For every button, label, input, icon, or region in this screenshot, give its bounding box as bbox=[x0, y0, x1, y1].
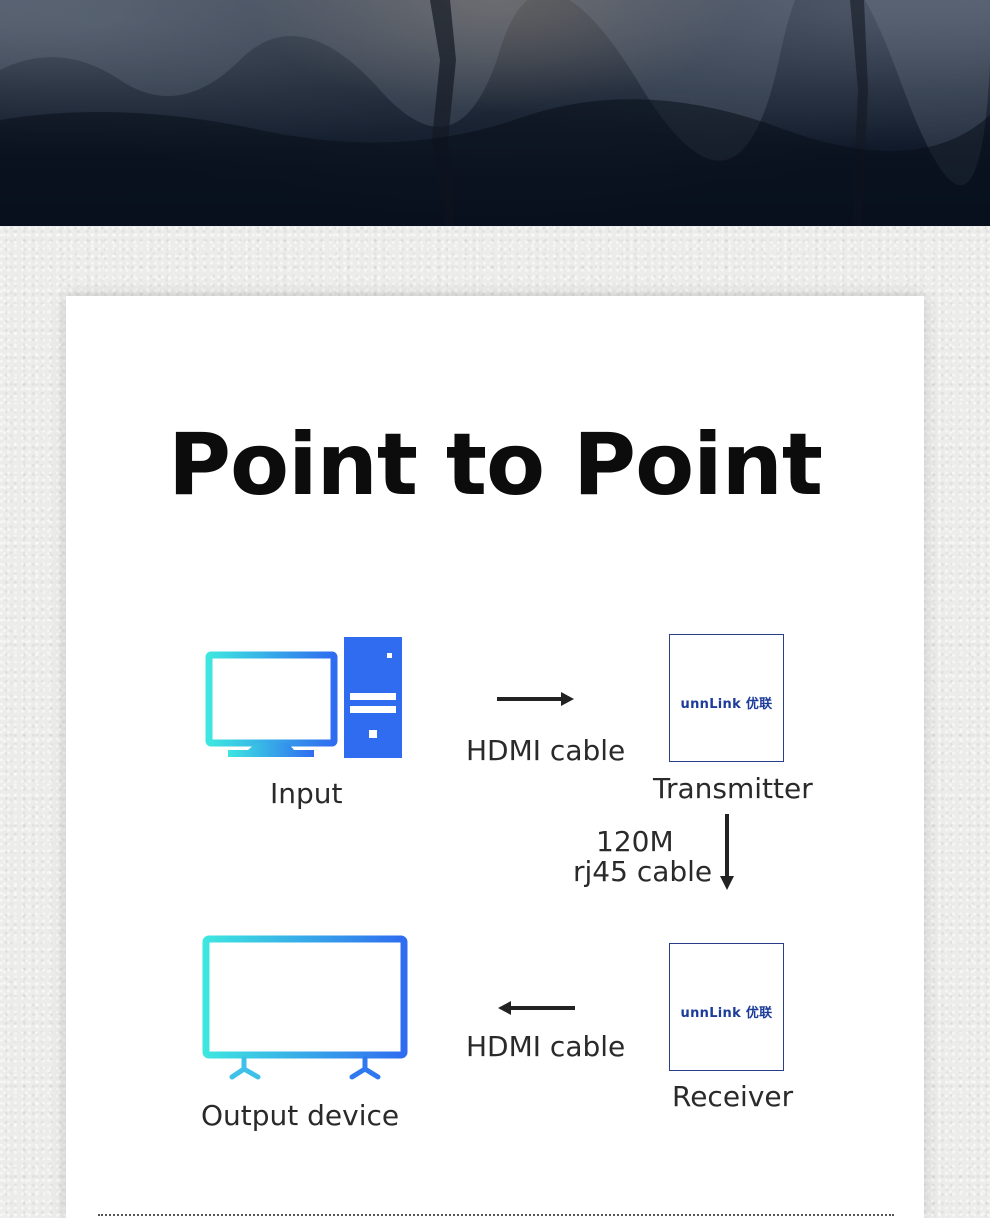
arrow-left bbox=[498, 1001, 575, 1015]
page-title: Point to Point bbox=[168, 415, 823, 515]
unnlink-logo: unnLink 优联 bbox=[680, 697, 773, 712]
hdmi-cable-label-bottom: HDMI cable bbox=[466, 1030, 626, 1063]
header-banner-image bbox=[0, 0, 990, 226]
tv-monitor-icon bbox=[202, 935, 408, 1080]
unnlink-logo: unnLink 优联 bbox=[680, 1006, 773, 1021]
receiver-label: Receiver bbox=[672, 1080, 794, 1113]
arrow-right bbox=[497, 692, 574, 706]
transmitter-label: Transmitter bbox=[653, 772, 813, 805]
rj45-speed-label: 120M bbox=[596, 825, 674, 858]
transmitter-device: unnLink 优联 bbox=[669, 634, 784, 762]
divider bbox=[98, 1214, 894, 1216]
rj45-cable-label: rj45 cable bbox=[573, 855, 713, 888]
output-device-label: Output device bbox=[201, 1099, 400, 1132]
input-label: Input bbox=[270, 777, 343, 810]
arrow-down bbox=[720, 814, 734, 890]
receiver-device: unnLink 优联 bbox=[669, 943, 784, 1071]
hdmi-cable-label-top: HDMI cable bbox=[466, 734, 626, 767]
desktop-computer-icon bbox=[205, 637, 402, 758]
